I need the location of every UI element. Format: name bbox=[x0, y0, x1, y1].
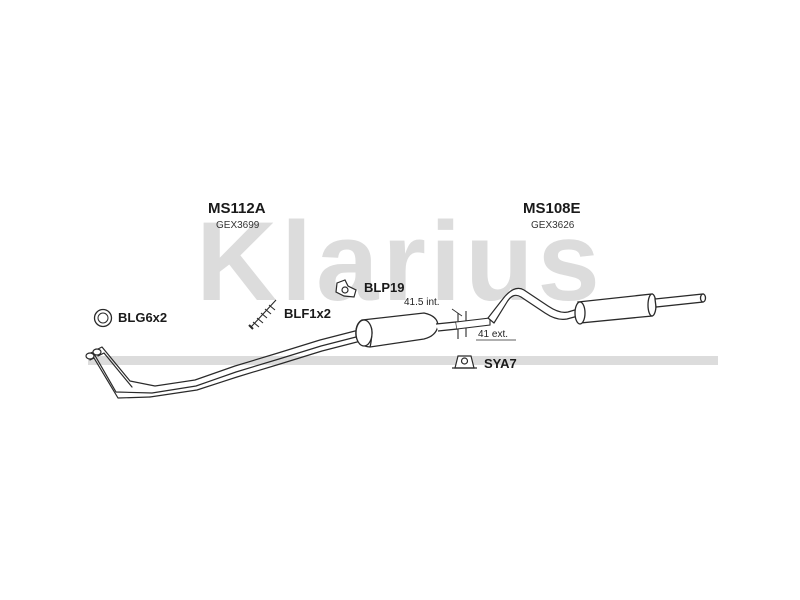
pipe-joint bbox=[455, 311, 491, 339]
part-code-ms112a: MS112A bbox=[208, 200, 266, 217]
gasket-ring-icon bbox=[93, 308, 113, 328]
watermark-underline bbox=[88, 356, 718, 365]
dimension-leader-int bbox=[451, 308, 463, 317]
part-ref-ms112a: GEX3699 bbox=[216, 220, 260, 231]
fitting-label-blf1x2: BLF1x2 bbox=[284, 306, 331, 321]
dimension-external: 41 ext. bbox=[478, 329, 509, 340]
pipe-clamp-icon bbox=[335, 279, 357, 298]
front-pipe-ms112a bbox=[85, 328, 368, 399]
rear-silencer bbox=[574, 293, 707, 325]
fitting-label-sya7: SYA7 bbox=[484, 356, 517, 371]
dimension-internal: 41.5 int. bbox=[404, 297, 440, 308]
part-code-ms108e: MS108E bbox=[523, 200, 581, 217]
fitting-label-blg6x2: BLG6x2 bbox=[118, 310, 168, 325]
rubber-mount-icon bbox=[452, 355, 477, 369]
part-ref-ms108e: GEX3626 bbox=[531, 220, 575, 231]
fitting-label-blp19: BLP19 bbox=[364, 280, 405, 295]
spring-bolt-icon bbox=[248, 299, 277, 330]
